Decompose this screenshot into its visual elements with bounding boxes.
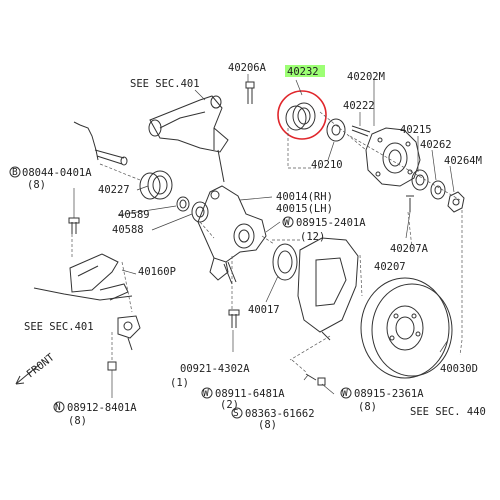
label-40202m: 40202M	[347, 71, 385, 83]
prefix-08044: B	[12, 167, 18, 178]
ball-joint	[117, 315, 141, 351]
steering-knuckle	[197, 185, 267, 281]
label-40232: 40232	[287, 66, 319, 78]
bearing-40215	[411, 169, 429, 191]
label-08363-61662: 08363-61662	[245, 408, 315, 420]
oil-seal-40232	[285, 102, 316, 131]
highlight-40232	[285, 65, 325, 77]
label-08912-8401a: 08912-8401A	[67, 402, 137, 414]
bolt-40206a	[245, 81, 255, 104]
qty-08044: (8)	[27, 179, 46, 191]
label-40017: 40017	[248, 304, 280, 316]
qty-08363: (8)	[258, 419, 277, 431]
label-40222: 40222	[343, 100, 375, 112]
highlight-circle	[277, 90, 327, 140]
seal-40017	[272, 243, 298, 281]
lower-arm-bracket	[33, 253, 133, 301]
prefix-08363: S	[233, 408, 239, 419]
label-08044-0401a: 08044-0401A	[22, 167, 92, 179]
label-40589: 40589	[118, 209, 150, 221]
label-00921-4302a: 00921-4302A	[180, 363, 250, 375]
label-40207: 40207	[374, 261, 406, 273]
qty-08912: (8)	[68, 415, 87, 427]
stud-40222	[351, 125, 371, 137]
qty-08911: (2)	[220, 399, 239, 411]
front-arrow	[15, 363, 41, 385]
label-40227: 40227	[98, 184, 130, 196]
leader-lines	[73, 74, 455, 398]
label-40588: 40588	[112, 224, 144, 236]
label-40215: 40215	[400, 124, 432, 136]
prefix-08915-2401: W	[284, 217, 290, 228]
qty-08915-2361: (8)	[358, 401, 377, 413]
label-40014-rh: 40014(RH)	[276, 191, 333, 203]
dust-shield	[297, 237, 359, 341]
bearing-40227	[139, 170, 173, 200]
bushing-40588	[191, 201, 209, 223]
seal-40589	[176, 196, 190, 212]
assembly-lines	[71, 111, 463, 373]
tie-rod-shaft	[73, 121, 128, 166]
prefix-08912: N	[55, 402, 61, 413]
label-40206a: 40206A	[228, 62, 267, 74]
label-08915-2361a: 08915-2361A	[354, 388, 424, 400]
label-40030d: 40030D	[440, 363, 478, 375]
label-40207a: 40207A	[390, 243, 429, 255]
prefix-08911: W	[203, 388, 209, 399]
label-08915-2401a: 08915-2401A	[296, 217, 366, 229]
label-40262: 40262	[420, 139, 452, 151]
washer-40262	[430, 180, 446, 200]
nut-40264m	[447, 191, 465, 213]
label-08911-6481a: 08911-6481A	[215, 388, 285, 400]
label-see-sec-440: SEE SEC. 440	[410, 406, 486, 418]
prefix-08915-2361: W	[342, 388, 348, 399]
label-40264m: 40264M	[444, 155, 482, 167]
label-see-sec-401-left: SEE SEC.401	[24, 321, 94, 333]
label-40210: 40210	[311, 159, 343, 171]
upper-control-arm	[148, 95, 229, 183]
qty-08915-2401: (12)	[300, 231, 325, 243]
bolt-00921	[231, 314, 237, 328]
qty-00921: (1)	[170, 377, 189, 389]
label-see-sec-401-top: SEE SEC.401	[130, 78, 200, 90]
label-40160p: 40160P	[138, 266, 176, 278]
label-front: FRONT	[24, 351, 57, 380]
wheel-hub-40202m	[365, 127, 421, 187]
bearing-40210	[326, 118, 346, 142]
label-40015-lh: 40015(LH)	[276, 203, 333, 215]
brake-rotor-40207	[360, 277, 453, 379]
